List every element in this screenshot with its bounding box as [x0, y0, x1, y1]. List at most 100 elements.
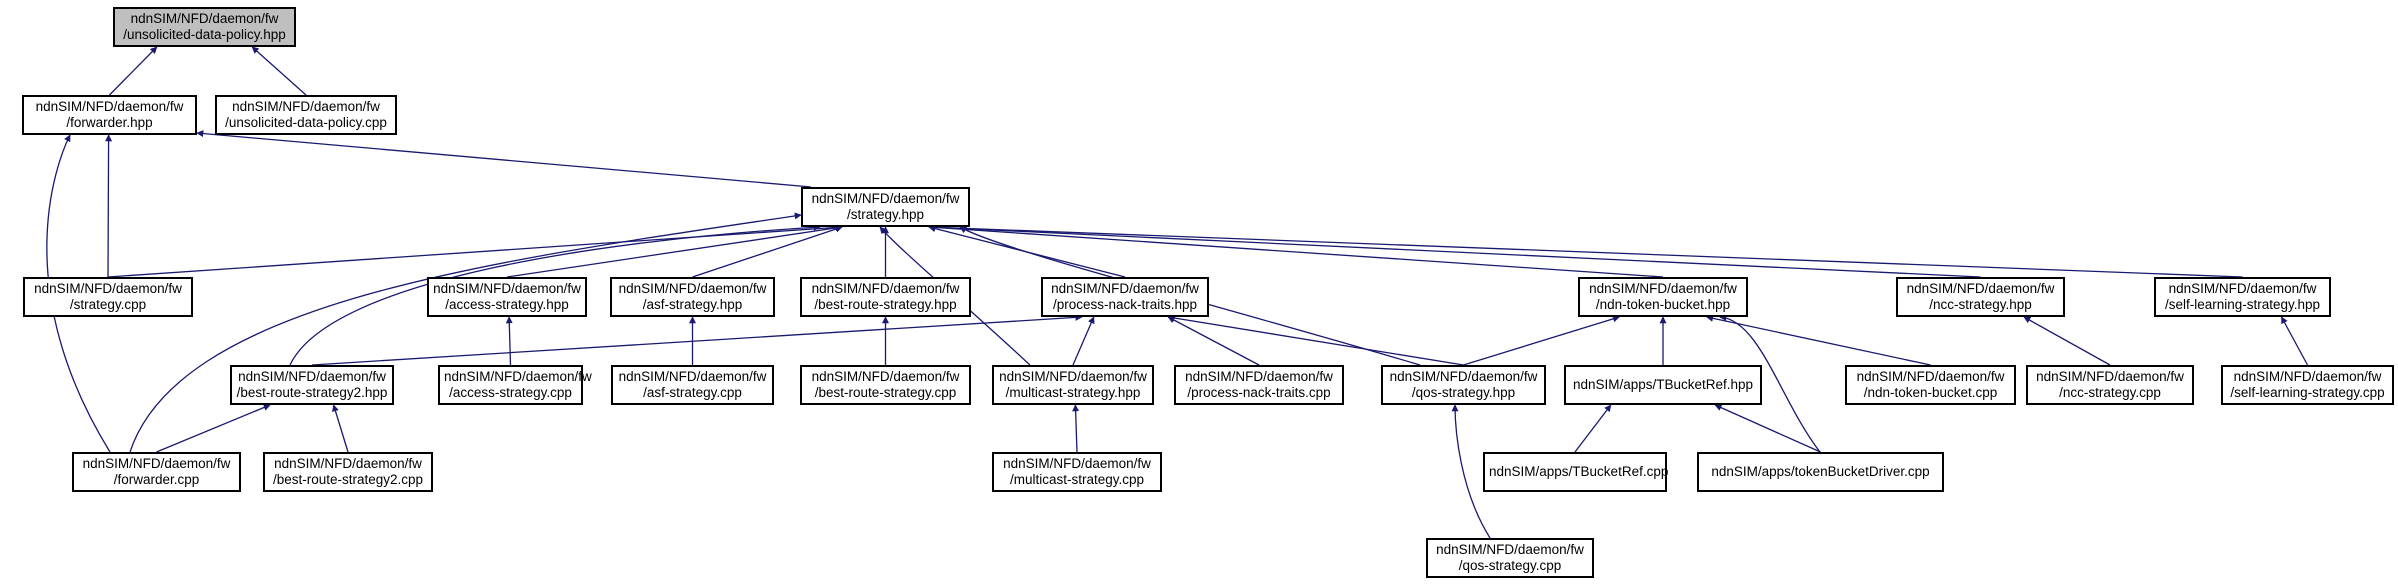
- dependency-edge-n12-to-n8: [311, 313, 1083, 366]
- node-unsolicited-data-policy-cpp[interactable]: ndnSIM/NFD/daemon/fw/unsolicited-data-po…: [215, 95, 397, 135]
- node-ncc-strategy-cpp[interactable]: ndnSIM/NFD/daemon/fw/ncc-strategy.cpp: [2026, 365, 2194, 405]
- dependency-edge-n28-to-n18: [1451, 404, 1491, 539]
- node-access-strategy-cpp[interactable]: ndnSIM/NFD/daemon/fw/access-strategy.cpp: [438, 365, 592, 405]
- node-path-label: ndnSIM/NFD/daemon/fw: [232, 99, 380, 114]
- node-file-label: /access-strategy.cpp: [449, 385, 572, 400]
- node-file-label: /qos-strategy.hpp: [1411, 385, 1516, 400]
- node-path-label: ndnSIM/NFD/daemon/fw: [35, 99, 184, 114]
- node-best-route-strategy2-cpp[interactable]: ndnSIM/NFD/daemon/fw/best-route-strategy…: [263, 452, 433, 492]
- node-file-label: /process-nack-traits.hpp: [1052, 297, 1198, 312]
- node-file-label: /strategy.hpp: [846, 207, 925, 222]
- node-path-label: ndnSIM/NFD/daemon/fw: [444, 369, 592, 384]
- node-file-label: /self-learning-strategy.hpp: [2164, 297, 2321, 312]
- dependency-edge-n4-to-n1: [105, 134, 113, 278]
- node-path-label: ndnSIM/NFD/daemon/fw: [2168, 281, 2317, 296]
- node-asf-strategy-cpp[interactable]: ndnSIM/NFD/daemon/fw/asf-strategy.cpp: [611, 365, 774, 405]
- dependency-edge-n1-to-n0: [109, 46, 158, 96]
- node-path-label: ndnSIM/NFD/daemon/fw: [82, 456, 231, 471]
- node-multicast-strategy-cpp[interactable]: ndnSIM/NFD/daemon/fw/multicast-strategy.…: [992, 452, 1162, 492]
- node-file-label: /ncc-strategy.hpp: [1929, 297, 2032, 312]
- dependency-edge-n20-to-n9: [1706, 314, 1931, 366]
- node-best-route-strategy-hpp[interactable]: ndnSIM/NFD/daemon/fw/best-route-strategy…: [800, 277, 971, 317]
- node-strategy-hpp[interactable]: ndnSIM/NFD/daemon/fw/strategy.hpp: [801, 187, 970, 227]
- node-file-label: /unsolicited-data-policy.hpp: [123, 27, 286, 42]
- node-ncc-strategy-hpp[interactable]: ndnSIM/NFD/daemon/fw/ncc-strategy.hpp: [1896, 277, 2065, 317]
- dependency-edge-n16-to-n8: [1072, 316, 1095, 366]
- node-path-label: ndnSIM/NFD/daemon/fw: [811, 369, 960, 384]
- node-best-route-strategy2-hpp[interactable]: ndnSIM/NFD/daemon/fw/best-route-strategy…: [230, 365, 394, 405]
- node-file-label: /asf-strategy.hpp: [642, 297, 743, 312]
- node-forwarder-cpp[interactable]: ndnSIM/NFD/daemon/fw/forwarder.cpp: [72, 452, 241, 492]
- node-file-label: /multicast-strategy.hpp: [1005, 385, 1141, 400]
- node-process-nack-traits-cpp[interactable]: ndnSIM/NFD/daemon/fw/process-nack-traits…: [1174, 365, 1344, 405]
- node-ndnsim-apps-tbucketref-cpp[interactable]: ndnSIM/apps/TBucketRef.cpp: [1483, 452, 1668, 492]
- node-best-route-strategy-cpp[interactable]: ndnSIM/NFD/daemon/fw/best-route-strategy…: [800, 365, 971, 405]
- node-path-label: ndnSIM/NFD/daemon/fw: [618, 281, 767, 296]
- node-file-label: /multicast-strategy.cpp: [1009, 472, 1145, 487]
- node-path-label: ndnSIM/NFD/daemon/fw: [130, 11, 279, 26]
- node-strategy-cpp[interactable]: ndnSIM/NFD/daemon/fw/strategy.cpp: [23, 277, 193, 317]
- node-access-strategy-hpp[interactable]: ndnSIM/NFD/daemon/fw/access-strategy.hpp: [427, 277, 587, 317]
- dependency-edge-n11-to-n3: [928, 223, 2243, 278]
- node-file-label: /strategy.cpp: [69, 297, 147, 312]
- dependency-edge-n24-to-n12: [332, 404, 349, 453]
- node-file-label: /qos-strategy.cpp: [1458, 558, 1562, 573]
- dependency-edge-n9-to-n3: [928, 223, 1664, 278]
- node-file-label: /unsolicited-data-policy.cpp: [225, 115, 387, 130]
- node-path-label: ndnSIM/NFD/daemon/fw: [1389, 369, 1538, 384]
- node-self-learning-strategy-cpp[interactable]: ndnSIM/NFD/daemon/fw/self-learning-strat…: [2221, 365, 2394, 405]
- dependency-edge-n3-to-n1: [196, 130, 812, 188]
- node-path-label: ndnSIM/NFD/daemon/fw: [1051, 281, 1199, 296]
- node-path-label: ndnSIM/NFD/daemon/fw: [1185, 369, 1333, 384]
- node-path-label: ndnSIM/NFD/daemon/fw: [274, 456, 422, 471]
- node-file-label: /forwarder.cpp: [113, 472, 200, 487]
- dependency-edge-n26-to-n19: [1574, 404, 1612, 453]
- node-path-label: ndnSIM/NFD/daemon/fw: [1906, 281, 2055, 296]
- node-ndnsim-apps-tokenbucketdriver-cpp[interactable]: ndnSIM/apps/tokenBucketDriver.cpp: [1697, 452, 1944, 492]
- node-path-label: ndnSIM/NFD/daemon/fw: [811, 281, 960, 296]
- node-ndn-token-bucket-cpp[interactable]: ndnSIM/NFD/daemon/fw/ndn-token-bucket.cp…: [1845, 365, 2016, 405]
- node-forwarder-hpp[interactable]: ndnSIM/NFD/daemon/fw/forwarder.hpp: [22, 95, 197, 135]
- node-path-label: ndnSIM/NFD/daemon/fw: [34, 281, 182, 296]
- node-asf-strategy-hpp[interactable]: ndnSIM/NFD/daemon/fw/asf-strategy.hpp: [610, 277, 775, 317]
- node-file-label: /ncc-strategy.cpp: [2059, 385, 2161, 400]
- node-file-label: /ndn-token-bucket.cpp: [1863, 385, 1998, 400]
- node-file-label: /forwarder.hpp: [66, 115, 153, 130]
- node-self-learning-strategy-hpp[interactable]: ndnSIM/NFD/daemon/fw/self-learning-strat…: [2154, 277, 2331, 317]
- node-ndnsim-apps-tbucketref-hpp[interactable]: ndnSIM/apps/TBucketRef.hpp: [1564, 365, 1762, 405]
- dependency-edge-n17-to-n8: [1167, 316, 1260, 366]
- node-file-label: /best-route-strategy.hpp: [814, 297, 957, 312]
- dependency-edge-n13-to-n5: [505, 316, 513, 366]
- node-path-label: ndnSIM/NFD/daemon/fw: [1589, 281, 1737, 296]
- node-multicast-strategy-hpp[interactable]: ndnSIM/NFD/daemon/fw/multicast-strategy.…: [992, 365, 1154, 405]
- node-file-label: /ndn-token-bucket.hpp: [1595, 297, 1731, 312]
- dependency-edge-n2-to-n0: [251, 46, 307, 96]
- node-path-label: ndnSIM/NFD/daemon/fw: [618, 369, 767, 384]
- node-file-label: /best-route-strategy2.hpp: [236, 385, 388, 400]
- node-process-nack-traits-hpp[interactable]: ndnSIM/NFD/daemon/fw/process-nack-traits…: [1041, 277, 1209, 317]
- dependency-edge-n27-to-n9: [1719, 313, 1821, 453]
- dependency-edge-n10-to-n3: [928, 223, 1981, 278]
- node-path-label: ndnSIM/NFD/daemon/fw: [1003, 456, 1151, 471]
- node-file-label: /access-strategy.hpp: [445, 297, 569, 312]
- node-ndn-token-bucket-hpp[interactable]: ndnSIM/NFD/daemon/fw/ndn-token-bucket.hp…: [1578, 277, 1748, 317]
- node-file-label: /self-learning-strategy.cpp: [2230, 385, 2385, 400]
- node-path-label: ndnSIM/NFD/daemon/fw: [1436, 542, 1584, 557]
- dependency-edge-n25-to-n16: [1072, 404, 1080, 453]
- node-file-label: /best-route-strategy.cpp: [814, 385, 957, 400]
- node-qos-strategy-cpp[interactable]: ndnSIM/NFD/daemon/fw/qos-strategy.cpp: [1426, 538, 1594, 578]
- dependency-edge-n18-to-n8: [1167, 314, 1464, 366]
- node-path-label: ndnSIM/NFD/daemon/fw: [2036, 369, 2184, 384]
- node-path-label: ndnSIM/NFD/daemon/fw: [433, 281, 581, 296]
- node-file-label: ndnSIM/apps/TBucketRef.hpp: [1572, 377, 1754, 392]
- node-file-label: /process-nack-traits.cpp: [1187, 385, 1331, 400]
- node-path-label: ndnSIM/NFD/daemon/fw: [1856, 369, 2005, 384]
- node-path-label: ndnSIM/NFD/daemon/fw: [238, 369, 386, 384]
- dependency-edge-n4-to-n3: [107, 223, 843, 278]
- dependency-edge-n12-to-n3: [289, 223, 821, 366]
- node-qos-strategy-hpp[interactable]: ndnSIM/NFD/daemon/fw/qos-strategy.hpp: [1381, 365, 1546, 405]
- node-file-label: /asf-strategy.cpp: [643, 385, 742, 400]
- node-unsolicited-data-policy-hpp[interactable]: ndnSIM/NFD/daemon/fw/unsolicited-data-po…: [113, 7, 296, 47]
- dependency-edge-n23-to-n3: [129, 212, 802, 453]
